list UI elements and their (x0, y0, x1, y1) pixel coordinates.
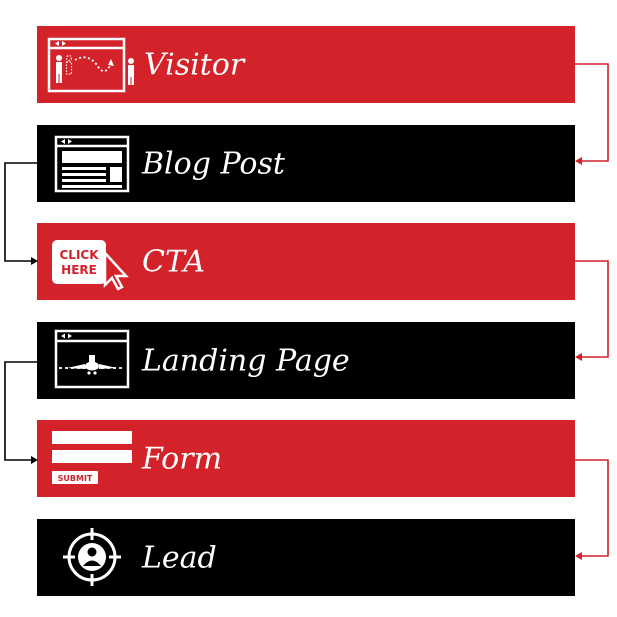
step-cta: CLICK HERE CTA (37, 223, 575, 300)
lead-target-icon (63, 528, 121, 586)
step-label-landing-page: Landing Page (142, 343, 350, 378)
connector-cta-to-landing (575, 260, 609, 358)
connector-visitor-to-blog (575, 63, 609, 162)
arrowhead-blog (575, 157, 582, 165)
click-here-line2: HERE (61, 263, 97, 277)
step-visitor: Visitor (37, 26, 575, 103)
connector-blog-to-cta (4, 162, 37, 262)
blog-post-icon (54, 135, 130, 193)
landing-page-icon (54, 329, 130, 389)
arrowhead-form (31, 456, 38, 464)
visitor-browser-icon (47, 37, 134, 93)
arrowhead-lead (575, 552, 582, 560)
connector-landing-to-form (4, 361, 37, 461)
step-lead: Lead (37, 519, 575, 596)
step-form: SUBMIT Form (37, 420, 575, 497)
step-landing-page: Landing Page (37, 322, 575, 399)
connector-form-to-lead (575, 459, 609, 557)
submit-label: SUBMIT (58, 474, 93, 483)
right-connectors (575, 63, 609, 557)
click-here-line1: CLICK (59, 248, 99, 262)
step-label-visitor: Visitor (144, 47, 245, 82)
step-label-form: Form (142, 441, 223, 476)
click-here-icon: CLICK HERE (52, 240, 129, 291)
arrowhead-cta (31, 257, 38, 265)
step-label-cta: CTA (142, 244, 205, 279)
form-icon: SUBMIT (52, 431, 132, 484)
left-connectors (4, 162, 37, 461)
step-blog-post: Blog Post (37, 125, 575, 202)
step-label-lead: Lead (142, 540, 217, 575)
arrowhead-landing (575, 353, 582, 361)
step-label-blog-post: Blog Post (142, 146, 285, 181)
